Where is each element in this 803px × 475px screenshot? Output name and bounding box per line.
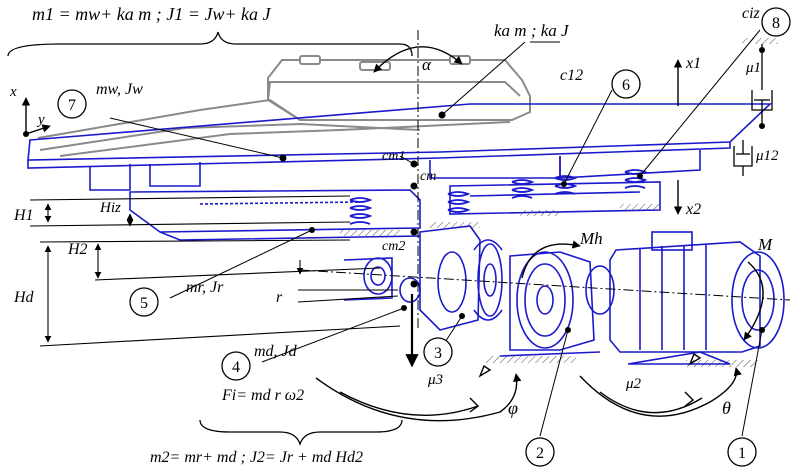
drive-assembly bbox=[343, 225, 785, 365]
spring-left bbox=[349, 197, 373, 225]
axis-x1: x1 bbox=[685, 55, 701, 72]
axis-y: y bbox=[36, 112, 45, 128]
moment-m: M bbox=[757, 235, 773, 254]
axis-x: x bbox=[9, 84, 17, 100]
theta-arc-inner bbox=[599, 391, 703, 414]
motor-body bbox=[609, 241, 761, 353]
label-mw-jw: mw, Jw bbox=[96, 81, 143, 98]
phi-arc-inner bbox=[339, 391, 479, 416]
label-r: r bbox=[276, 289, 283, 306]
spring-c12-a bbox=[511, 179, 535, 199]
ka-formula: ka m ; ka J bbox=[494, 21, 570, 40]
top-brace bbox=[7, 31, 413, 57]
center-lines bbox=[299, 30, 791, 330]
label-force: Fi= md r ω2 bbox=[221, 387, 304, 404]
platform-plate bbox=[27, 103, 773, 241]
housing-shape bbox=[37, 55, 531, 157]
angle-phi: φ bbox=[508, 398, 518, 418]
callout-4 bbox=[221, 351, 251, 381]
label-hiz: Hiz bbox=[99, 200, 121, 216]
axes bbox=[21, 59, 683, 368]
m-arc bbox=[743, 261, 764, 341]
angle-alpha: α bbox=[422, 55, 432, 74]
label-h1: H1 bbox=[13, 207, 34, 224]
bottom-brace bbox=[199, 419, 403, 447]
label-cm2: cm2 bbox=[382, 239, 405, 254]
theta-arc bbox=[579, 367, 742, 417]
label-cm: cm bbox=[420, 169, 436, 184]
label-md-jd: md, Jd bbox=[254, 343, 298, 360]
callout-8 bbox=[761, 7, 791, 37]
callout-5 bbox=[129, 287, 159, 317]
damper-mu1 bbox=[751, 44, 773, 126]
callout-1 bbox=[727, 437, 757, 467]
top-formula-text: m1 = mw+ ka m ; J1 = Jw+ ka J bbox=[32, 4, 272, 24]
label-mu3: μ3 bbox=[427, 372, 443, 388]
moment-mh: Mh bbox=[579, 229, 603, 248]
callout-5-label: 5 bbox=[140, 295, 148, 312]
mh-arc bbox=[521, 240, 581, 279]
callout-4-label: 4 bbox=[232, 359, 240, 376]
labels: ka m ; ka J mw, Jw mr, Jr md, Jd Fi= md … bbox=[9, 5, 779, 466]
rotation-arrows bbox=[315, 46, 764, 422]
damper-mu12 bbox=[733, 140, 753, 176]
top-formula: m1 = mw+ ka m ; J1 = Jw+ ka J bbox=[7, 4, 413, 57]
alpha-arc bbox=[373, 46, 463, 73]
spring-ciz bbox=[624, 169, 648, 189]
label-mr-jr: mr, Jr bbox=[186, 279, 224, 296]
label-c12: c12 bbox=[560, 67, 583, 84]
callout-2 bbox=[525, 437, 555, 467]
label-cm1: cm1 bbox=[382, 149, 405, 164]
spring-c12-b bbox=[554, 175, 578, 195]
bottom-formula: m2= mr+ md ; J2= Jr + md Hd2 bbox=[150, 449, 363, 466]
label-ciz: ciz bbox=[742, 5, 761, 22]
axis-x2: x2 bbox=[685, 201, 701, 218]
callout-8-label: 8 bbox=[772, 15, 780, 32]
callout-1-label: 1 bbox=[738, 445, 746, 462]
angle-theta: θ bbox=[722, 398, 731, 418]
label-mu2: μ2 bbox=[625, 376, 642, 392]
callout-7-label: 7 bbox=[68, 97, 76, 114]
dimension-lines bbox=[29, 195, 401, 347]
bearing-housing bbox=[419, 225, 481, 331]
callout-6-label: 6 bbox=[622, 77, 630, 94]
springs bbox=[349, 169, 648, 225]
motor-end-cap bbox=[731, 251, 785, 349]
callout-2-label: 2 bbox=[536, 445, 544, 462]
label-mu1: μ1 bbox=[745, 60, 761, 76]
callout-7 bbox=[57, 89, 87, 119]
coupling-disc bbox=[516, 251, 574, 349]
callout-3-label: 3 bbox=[434, 345, 442, 362]
callout-3 bbox=[423, 337, 453, 367]
label-mu12: μ12 bbox=[755, 148, 779, 164]
callouts bbox=[57, 7, 791, 467]
label-h2: H2 bbox=[67, 241, 88, 258]
callout-6 bbox=[611, 69, 641, 99]
callout-numbers: 7 6 8 5 4 3 2 1 bbox=[68, 15, 780, 462]
label-hd: Hd bbox=[13, 289, 35, 306]
phi-arc bbox=[315, 373, 522, 422]
spring-center bbox=[447, 191, 471, 213]
